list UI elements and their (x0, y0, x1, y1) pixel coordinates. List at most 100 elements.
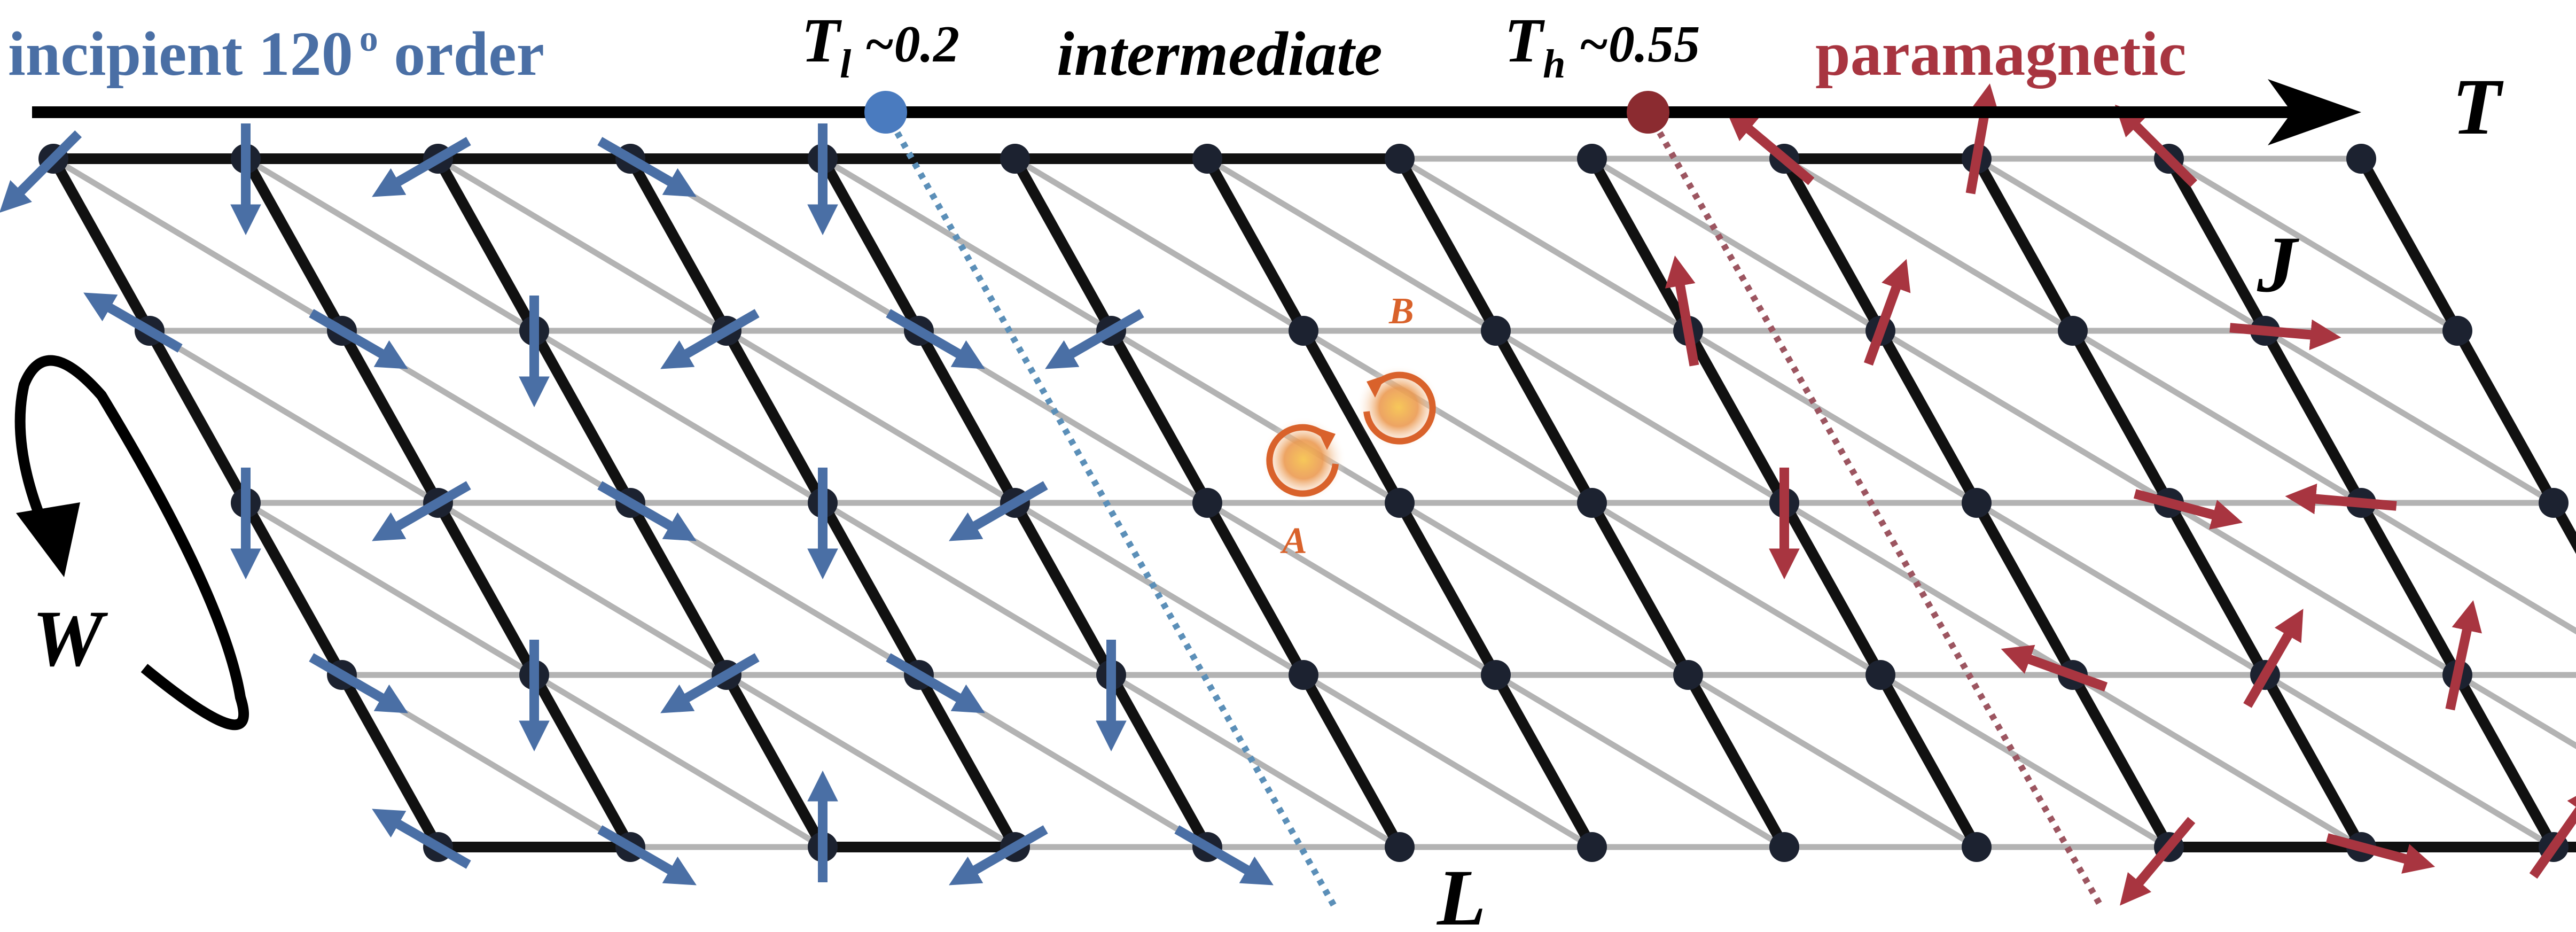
strong-bond (240, 153, 347, 336)
strong-bond (529, 325, 636, 508)
lattice-node (1385, 832, 1415, 862)
weak-bond (1589, 156, 1884, 334)
strong-bond (1587, 153, 1693, 336)
weak-bond (819, 500, 1114, 678)
paramagnetic-spin-arrow (2529, 784, 2576, 879)
lattice-node (1962, 832, 1992, 862)
ordered-spin-arrow (949, 825, 1048, 886)
strong-bond (1875, 325, 1982, 508)
weak-bond (531, 672, 826, 850)
strong-bond (2260, 670, 2367, 852)
lattice-node (2539, 488, 2569, 518)
weak-bond (1396, 500, 1691, 678)
lattice-node (1962, 488, 1992, 518)
lattice-node (2058, 316, 2088, 346)
lattice-node (1577, 144, 1607, 174)
weak-bond (2454, 672, 2576, 749)
paramagnetic-spin-arrow (2285, 483, 2397, 515)
strong-bond (2452, 325, 2559, 508)
strong-bond (1298, 325, 1405, 508)
weak-bond (531, 328, 826, 506)
ordered-spin-arrow (1045, 309, 1144, 369)
temperature-axis[interactable] (32, 79, 2361, 145)
lattice-node (1865, 660, 1895, 690)
temperature-axis-label: T (2452, 63, 2504, 151)
winding-loop-arrow (14, 355, 249, 731)
weak-bond (435, 500, 730, 678)
paramagnetic-spin-arrow (2445, 600, 2482, 711)
lattice-node (1481, 316, 1511, 346)
paramagnetic-phase-label: paramagnetic (1815, 19, 2187, 89)
strong-bond (1683, 325, 1790, 508)
strong-bond (1010, 153, 1117, 336)
ordered-spin-arrow (309, 309, 408, 369)
ordered-spin-arrow (372, 137, 471, 197)
strong-bond (721, 670, 828, 852)
strong-bond (2548, 498, 2576, 554)
weak-bond (50, 156, 345, 334)
strong-bond (2356, 153, 2463, 336)
strong-bond (914, 325, 1020, 508)
strong-bond (1779, 498, 1886, 680)
paramagnetic-spin-arrow (2114, 104, 2198, 188)
ordered-spin-arrow (0, 130, 82, 213)
ordered-spin-arrow (1174, 825, 1274, 886)
ordered-spin-arrow (597, 825, 697, 886)
strong-bond (2164, 498, 2270, 680)
vortex-a (1261, 417, 1346, 502)
paramagnetic-spin-arrow (2001, 644, 2108, 692)
lattice-node (1577, 832, 1607, 862)
length-label: L (1436, 853, 1486, 929)
weak-bond (1493, 328, 1787, 506)
weak-bond (723, 328, 1018, 506)
lattice-node (1577, 488, 1607, 518)
ordered-spin-arrow (660, 309, 760, 369)
weak-bond (2166, 156, 2461, 334)
weak-bond (1108, 672, 1403, 850)
paramagnetic-spin-arrow (2120, 817, 2196, 906)
strong-bond (914, 670, 1020, 852)
strong-bond (625, 498, 732, 680)
weak-bond (2262, 672, 2557, 850)
paramagnetic-spin-arrow (2325, 833, 2436, 874)
lattice-node (1481, 660, 1511, 690)
strong-bonds (48, 153, 2576, 852)
strong-bond (721, 325, 828, 508)
weak-bond (1589, 500, 1884, 678)
lattice-node (1673, 660, 1703, 690)
strong-bond (433, 498, 540, 680)
low-temperature-marker (864, 91, 907, 134)
strong-bond (817, 153, 924, 336)
strong-bond (1971, 498, 2078, 680)
strong-bond (1298, 670, 1405, 852)
strong-bond (1875, 670, 1982, 852)
vortex-b (1356, 364, 1441, 450)
lattice-node (1192, 144, 1222, 174)
ordered-spin-arrow (372, 481, 471, 541)
strong-bond (1683, 670, 1790, 852)
ordered-spin-arrow (597, 137, 697, 197)
strong-bond (240, 498, 347, 680)
winding-label: W (32, 594, 108, 683)
lattice-node (1769, 832, 1799, 862)
weak-bond (1396, 156, 1691, 334)
weak-bond (1300, 672, 1595, 850)
paramagnetic-spin-arrow (1726, 110, 1815, 185)
ordered-spin-arrow (949, 481, 1048, 541)
ordered-spin-arrow (309, 653, 408, 713)
vortex-b-label: B (1388, 291, 1414, 332)
weak-bond (146, 328, 441, 506)
weak-bond (1877, 328, 2172, 506)
strong-bond (1490, 325, 1597, 508)
weak-bond (243, 156, 537, 334)
lattice-node (2442, 316, 2472, 346)
weak-bond (1108, 328, 1403, 506)
weak-bond (723, 672, 1018, 850)
strong-bond (144, 325, 251, 508)
strong-bond (1010, 498, 1117, 680)
lattice-node (1000, 144, 1030, 174)
ordered-spin-arrow (597, 481, 697, 541)
intermediate-phase-label: intermediate (1057, 19, 1383, 89)
weak-bond (243, 500, 537, 678)
